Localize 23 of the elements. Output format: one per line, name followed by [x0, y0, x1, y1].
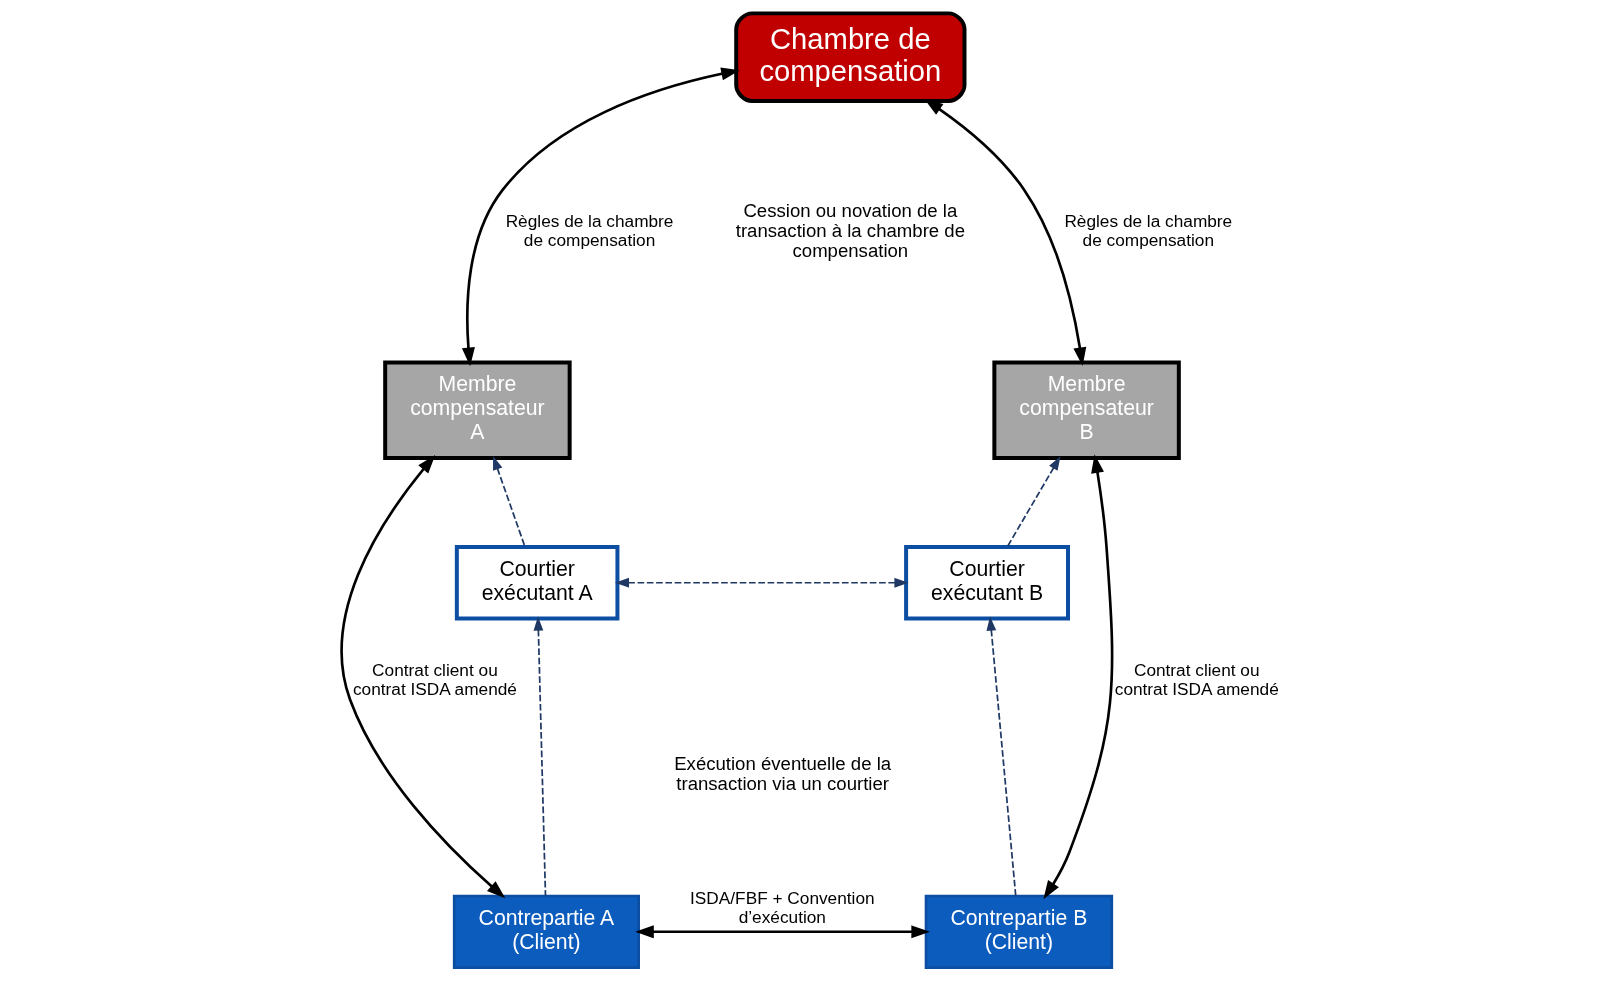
edge-label: Règles de la chambre de compensation — [505, 210, 673, 250]
arrow — [1042, 454, 1113, 900]
node-box: Courtier exécutant B — [903, 544, 1070, 621]
arrow — [340, 455, 505, 899]
arrow — [634, 925, 930, 939]
node-box: Chambre de compensation — [733, 11, 966, 103]
arrow — [532, 616, 546, 897]
node-box: Membre compensateur A — [382, 360, 572, 460]
node-box: Contrepartie B (Client) — [924, 894, 1113, 969]
arrow — [985, 616, 1017, 897]
arrow — [614, 577, 908, 588]
edge-label: Contrat client ou contrat ISDA amendé — [1114, 660, 1279, 699]
edge-label: ISDA/FBF + Convention d’exécution — [689, 888, 875, 928]
edge-label: Contrat client ou contrat ISDA amendé — [352, 660, 517, 699]
node-box: Membre compensateur B — [991, 360, 1181, 460]
label: Exécution éventuelle de la transaction via un courtier — [673, 753, 891, 795]
node-box: Contrepartie A (Client) — [452, 894, 640, 969]
arrow — [1006, 456, 1060, 548]
arrow — [461, 67, 740, 367]
node-box: Courtier exécutant A — [454, 544, 619, 621]
edge-label: Règles de la chambre de compensation — [1063, 210, 1232, 250]
label: Cession ou novation de la transaction à la chambre de compensation — [735, 199, 965, 261]
arrow — [492, 455, 526, 548]
